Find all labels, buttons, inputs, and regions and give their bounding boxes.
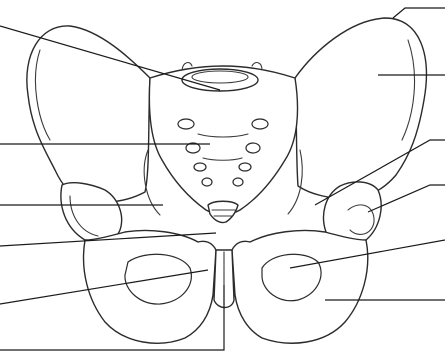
sacral-promontory <box>182 69 258 91</box>
sacral-foramen-3l <box>194 163 206 171</box>
sacral-foramen-1r <box>252 119 268 129</box>
sacral-foramen-4l <box>202 178 212 186</box>
sacral-foramen-3r <box>239 163 251 171</box>
coccyx <box>208 201 238 222</box>
leader-iliac-crest <box>393 8 445 18</box>
sacral-foramen-4r <box>233 178 243 186</box>
sacral-foramen-1l <box>178 119 194 129</box>
sacral-foramen-2r <box>246 143 260 153</box>
ilium-right <box>295 18 426 198</box>
